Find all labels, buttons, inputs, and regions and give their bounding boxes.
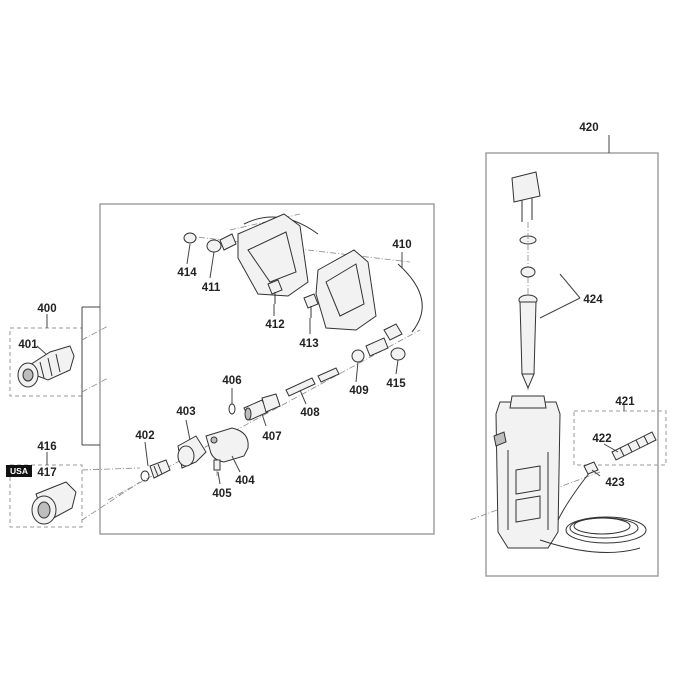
fitting-411-part (206, 233, 237, 253)
screw-413-part (303, 293, 319, 318)
kit-brackets (46, 135, 625, 465)
label-421: 421 (615, 396, 635, 408)
clamp-404-part (205, 427, 249, 463)
tube-408-part (285, 367, 340, 397)
clip-423-part (583, 461, 599, 475)
label-412: 412 (265, 319, 284, 331)
nipple-402-part (140, 459, 171, 482)
label-403: 403 (176, 406, 195, 418)
label-405: 405 (212, 488, 232, 500)
label-410: 410 (392, 239, 411, 251)
label-402: 402 (135, 430, 154, 442)
screw-412-part (267, 279, 283, 304)
label-401: 401 (18, 339, 38, 351)
coupling-417-part (31, 481, 77, 525)
label-424: 424 (583, 294, 603, 306)
pump-rod-parts (518, 222, 538, 390)
label-415: 415 (386, 378, 406, 390)
label-414: 414 (177, 267, 197, 279)
part-labels: 400 401 402 403 404 405 406 407 408 409 … (18, 122, 635, 500)
usa-badge (6, 465, 32, 477)
tank-handle-part (511, 171, 541, 222)
label-409: 409 (349, 385, 368, 397)
nut-415-part (390, 347, 406, 361)
nut-414-part (183, 232, 197, 244)
usa-badge-text: USA (10, 466, 28, 476)
label-411: 411 (202, 282, 221, 294)
kit-421-box (573, 410, 667, 466)
screw-405-part (213, 459, 221, 478)
guard-plate-right (315, 249, 377, 331)
elbow-403-part (177, 435, 207, 469)
label-417: 417 (37, 467, 56, 479)
main-assembly-frame (99, 203, 435, 535)
label-404: 404 (235, 475, 255, 487)
label-413: 413 (299, 338, 318, 350)
label-400: 400 (37, 303, 56, 315)
tank-body-part (493, 395, 561, 549)
fitting-407-part (243, 393, 281, 421)
label-408: 408 (300, 407, 320, 419)
label-423: 423 (605, 477, 624, 489)
coupling-401-part (17, 345, 75, 388)
label-416: 416 (37, 441, 56, 453)
water-tank-frame (485, 152, 659, 577)
label-406: 406 (222, 375, 241, 387)
tank-hose-part (539, 471, 647, 553)
kit-416-box (9, 464, 83, 528)
label-422: 422 (592, 433, 611, 445)
nozzle-422-part (611, 431, 657, 461)
label-420: 420 (579, 122, 598, 134)
oring-406-part (228, 403, 236, 415)
guard-plate-left (237, 213, 309, 297)
label-407: 407 (262, 431, 281, 443)
leader-lines (36, 243, 619, 485)
